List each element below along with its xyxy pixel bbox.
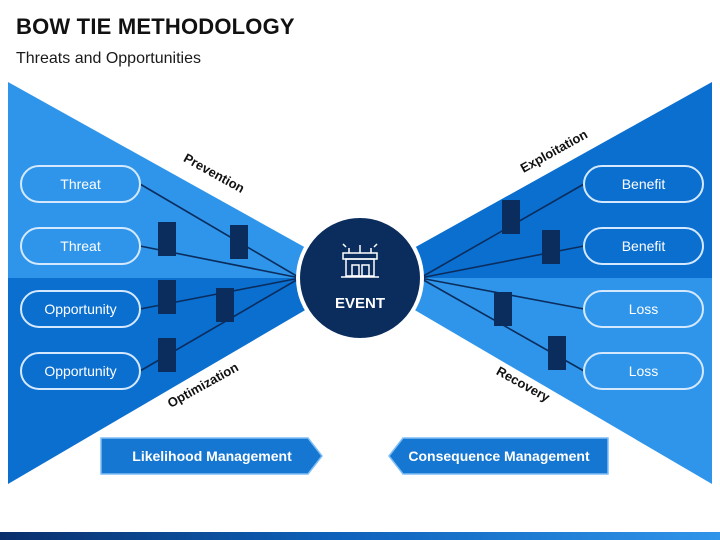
consequence-management-label: Consequence Management — [408, 448, 590, 464]
right-pill-label: Benefit — [622, 238, 666, 254]
barrier-block — [502, 200, 520, 234]
right-wing-bottom — [360, 278, 712, 484]
left-pill-label: Threat — [60, 238, 101, 254]
barrier-block — [216, 288, 234, 322]
barrier-block — [542, 230, 560, 264]
left-pill: Threat — [20, 227, 141, 265]
right-pill-label: Benefit — [622, 176, 666, 192]
event-node: EVENT — [296, 214, 424, 342]
left-pill: Opportunity — [20, 290, 141, 328]
barrier-block — [158, 280, 176, 314]
left-pill-label: Threat — [60, 176, 101, 192]
page-subtitle: Threats and Opportunities — [16, 50, 201, 67]
building-icon — [341, 243, 379, 278]
right-pill-label: Loss — [629, 363, 659, 379]
left-pill-label: Opportunity — [44, 301, 116, 317]
left-pill: Opportunity — [20, 352, 141, 390]
event-label: EVENT — [335, 295, 385, 312]
right-pill: Benefit — [583, 227, 704, 265]
barrier-block — [158, 338, 176, 372]
left-wing-bottom — [8, 278, 360, 484]
connector-line-left-1 — [139, 183, 301, 279]
right-pill-label: Loss — [629, 301, 659, 317]
barrier-block — [548, 336, 566, 370]
bottom-accent-bar — [0, 532, 720, 540]
right-pill: Loss — [583, 290, 704, 328]
likelihood-management-arrow: Likelihood Management — [100, 437, 323, 475]
right-pill: Benefit — [583, 165, 704, 203]
likelihood-management-label: Likelihood Management — [132, 448, 292, 464]
left-pill: Threat — [20, 165, 141, 203]
barrier-block — [494, 292, 512, 326]
barrier-block — [230, 225, 248, 259]
left-pill-label: Opportunity — [44, 363, 116, 379]
right-pill: Loss — [583, 352, 704, 390]
page-title: BOW TIE METHODOLOGY — [16, 14, 295, 39]
barrier-block — [158, 222, 176, 256]
consequence-management-arrow: Consequence Management — [388, 437, 609, 475]
